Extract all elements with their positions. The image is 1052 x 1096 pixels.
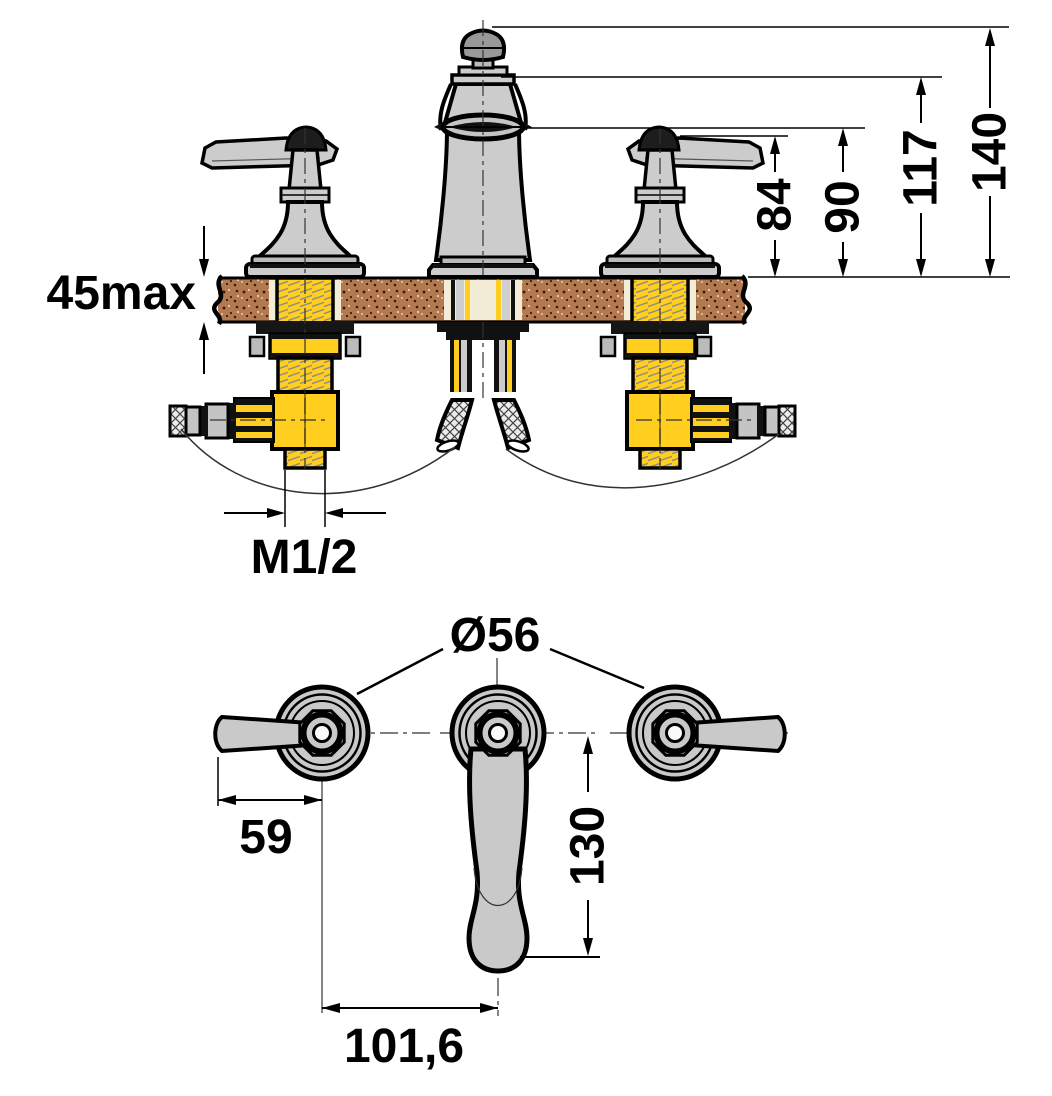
dim-label-45max: 45max	[47, 267, 197, 320]
counter-hole-center	[444, 280, 522, 320]
hose-curve-right	[505, 433, 780, 489]
spout-paddle	[466, 746, 530, 974]
dim-label-130: 130	[562, 806, 615, 886]
flex-hose-left	[434, 398, 475, 451]
centerlines-side	[210, 20, 756, 470]
hose-curve-left	[180, 428, 456, 495]
dim-label-84: 84	[749, 178, 802, 232]
dim-escutcheon-diameter: Ø56	[356, 609, 645, 696]
dim-hole-spacing: 101,6	[322, 1003, 498, 1073]
hose-connector-right	[777, 404, 797, 438]
handle-right-plan	[629, 687, 787, 779]
dim-total-height: 140	[964, 28, 1017, 277]
hose-connector-left	[168, 404, 188, 438]
lever-right-plan	[688, 714, 787, 754]
spout-plan	[452, 687, 544, 974]
dim-label-140: 140	[964, 112, 1017, 192]
spout-finial	[459, 28, 507, 62]
side-view: 45max M1/2 84	[47, 20, 1017, 584]
break-line-right	[740, 274, 752, 326]
break-line-left	[212, 274, 224, 326]
dim-label-90: 90	[817, 180, 870, 233]
dim-handle-height: 84	[749, 136, 802, 277]
dim-label-117: 117	[895, 129, 948, 206]
plan-view: Ø56 59 130 101,6	[213, 609, 792, 1073]
dim-counter-thickness: 45max	[47, 226, 209, 374]
flex-hose-right	[491, 398, 532, 451]
dim-spout-outlet-height: 90	[817, 128, 870, 277]
dim-label-101-6: 101,6	[344, 1020, 464, 1073]
dim-handle-length: 59	[217, 757, 322, 864]
dim-label-dia56: Ø56	[450, 609, 541, 662]
reference-lines	[492, 26, 1010, 278]
dim-thread: M1/2	[224, 470, 386, 584]
dim-label-59: 59	[239, 811, 292, 864]
lever-left-plan	[213, 714, 312, 754]
dim-spout-top-height: 117	[895, 77, 948, 277]
handle-left-plan	[213, 687, 368, 779]
dim-spout-reach: 130	[520, 736, 615, 958]
dim-label-m12: M1/2	[251, 531, 358, 584]
